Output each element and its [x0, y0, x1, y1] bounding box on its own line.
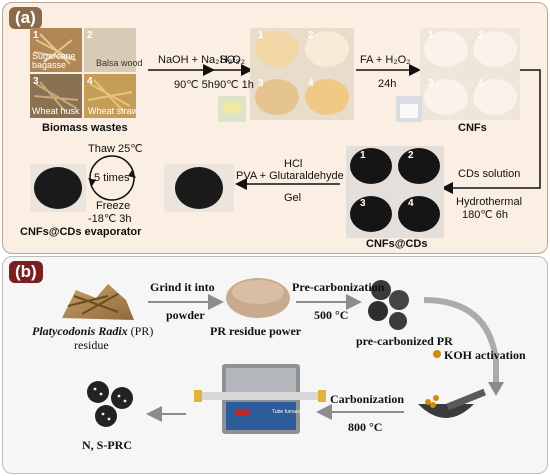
- evaporator-caption: CNFs@CDs evaporator: [20, 226, 142, 238]
- step3-conditions: 24h: [378, 78, 397, 90]
- grind-label-2: powder: [166, 308, 205, 322]
- balsa-wood-photo: [84, 28, 136, 72]
- cnf-num-2: 2: [478, 30, 484, 41]
- hydrothermal-label: Hydrothermal: [456, 196, 523, 208]
- biomass-caption: Biomass wastes: [42, 122, 128, 134]
- panel-a-label: (a): [9, 7, 42, 29]
- cnfs-caption: CNFs: [458, 122, 487, 134]
- cds-num-1: 1: [360, 150, 366, 161]
- hydrothermal-conditions: 180℃ 6h: [462, 209, 508, 221]
- pulp-num-1: 1: [258, 30, 264, 41]
- cnfs-cds-caption: CNFs@CDs: [366, 238, 428, 250]
- photo-num-4: 4: [87, 76, 93, 87]
- cds-num-2: 2: [408, 150, 414, 161]
- photo-num-3: 3: [33, 76, 39, 87]
- cnf-num-1: 1: [428, 30, 434, 41]
- precarb-label: Pre-carbonization: [292, 280, 385, 294]
- carbonization-temp: 800 °C: [348, 420, 383, 434]
- pulp-photo-grid: [250, 28, 354, 120]
- gel-step-gel: Gel: [284, 192, 302, 204]
- cds-num-4: 4: [408, 198, 414, 209]
- step2-conditions: 90℃ 1h: [214, 79, 254, 91]
- cycle-count: 5 times: [94, 172, 130, 184]
- photo-num-1: 1: [33, 30, 39, 41]
- cnf-num-4: 4: [478, 78, 484, 89]
- ns-prc-spheres: [87, 381, 133, 427]
- pr-caption-2: residue: [74, 338, 109, 352]
- precarb-temp: 500 °C: [314, 308, 349, 322]
- pr-residue-pile: [62, 284, 134, 320]
- cnfs-photo-grid: [420, 28, 520, 120]
- pulp-num-2: 2: [308, 30, 314, 41]
- cnf-num-3: 3: [428, 78, 434, 89]
- label-sugarcane: Sugarcane bagasse: [32, 51, 76, 70]
- pulp-num-4: 4: [308, 78, 314, 89]
- gel-step-reagents: PVA + Glutaraldehyde: [236, 170, 344, 182]
- biomass-photo-grid: [30, 28, 136, 118]
- freeze-conditions: -18℃ 3h: [88, 213, 132, 225]
- arrow-koh: [423, 297, 499, 388]
- label-wheat-husk: Wheat husk: [32, 106, 80, 116]
- product-caption: N, S-PRC: [82, 438, 132, 452]
- cnfs-cds-photo-grid: [346, 146, 444, 238]
- precarb-caption: pre-carbonized PR: [356, 334, 453, 348]
- step2-reagent: H₂O₂: [220, 54, 246, 66]
- mortar-pestle-icon: [418, 388, 487, 418]
- tube-furnace: [194, 364, 326, 434]
- step1-conditions: 90℃ 5h: [174, 79, 214, 91]
- freeze-label: Freeze: [96, 200, 131, 212]
- straw-fibers: [87, 79, 133, 113]
- powder-caption: PR residue power: [210, 324, 302, 338]
- step1-reagents: NaOH + Na₂SO₃: [158, 54, 240, 66]
- photo-num-2: 2: [87, 30, 93, 41]
- cds-solution-label: CDs solution: [458, 168, 521, 180]
- arrow-cds: [441, 69, 541, 194]
- cds-num-3: 3: [360, 198, 366, 209]
- bagasse-fibers: [33, 33, 77, 65]
- thaw-label: Thaw 25℃: [88, 143, 143, 155]
- furnace-label: Tube furnace: [272, 409, 302, 415]
- pr-caption: Platycodonis Radix (PR): [32, 324, 154, 338]
- step3-reagents: FA + H₂O₂: [360, 54, 411, 66]
- gel-step-hcl: HCl: [284, 158, 303, 170]
- husk-fibers: [33, 81, 79, 113]
- label-wheat-straw: Wheat straw: [88, 106, 139, 116]
- carbonization-label: Carbonization: [330, 392, 405, 406]
- freeze-thaw-cycle: [89, 155, 135, 201]
- koh-dot-icon: [433, 350, 441, 358]
- grind-label: Grind it into: [150, 280, 215, 294]
- koh-label: KOH activation: [444, 348, 526, 362]
- label-balsa: Balsa wood: [96, 58, 143, 68]
- precarbonized-spheres: [368, 280, 409, 330]
- pulp-num-3: 3: [258, 78, 264, 89]
